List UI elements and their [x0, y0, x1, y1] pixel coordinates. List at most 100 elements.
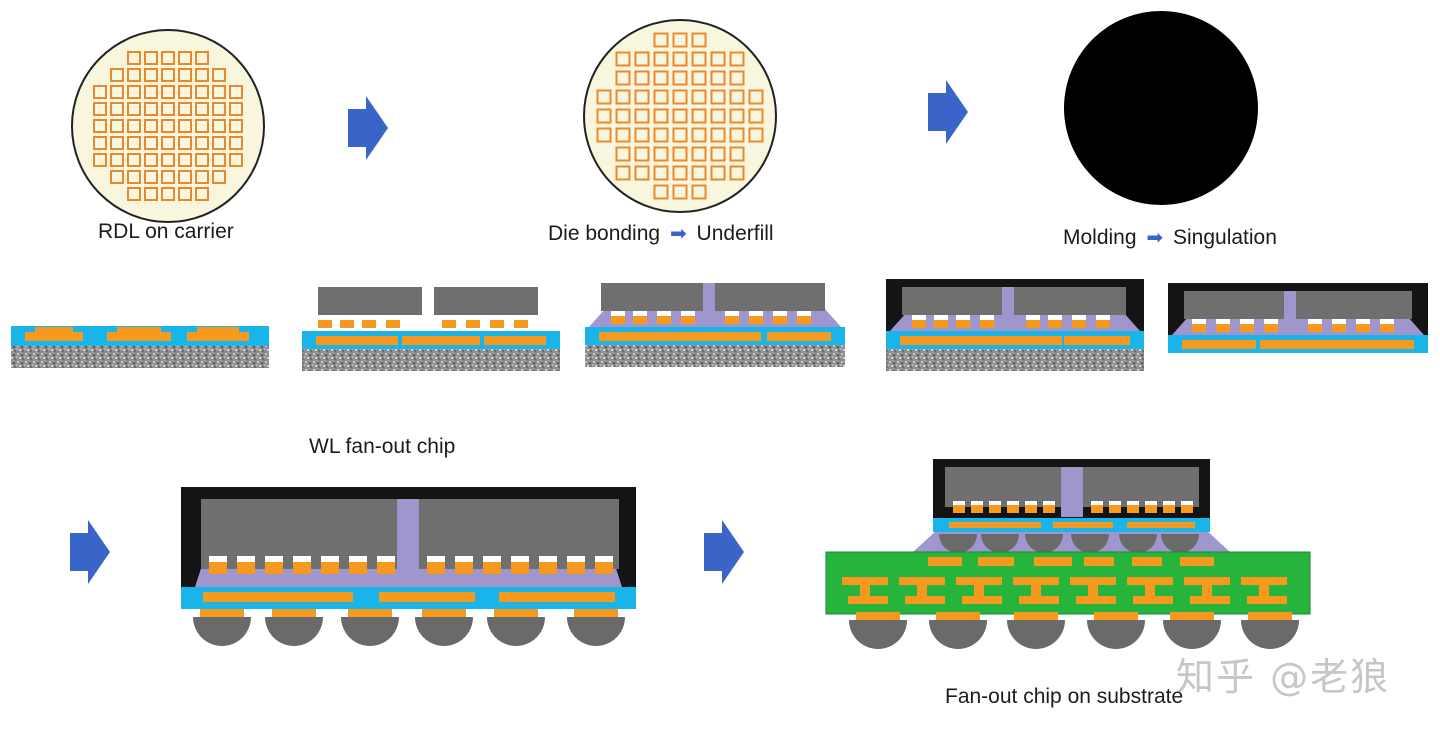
bump-cap: [912, 315, 926, 320]
die-outline: [748, 108, 764, 124]
substrate-trace: [1133, 596, 1173, 604]
substrate-trace: [1127, 577, 1173, 585]
bump-cap: [611, 311, 625, 316]
die-outline: [144, 187, 158, 201]
bump-cap: [797, 311, 811, 316]
solder-ball: [1071, 534, 1109, 553]
bump-cap: [237, 556, 255, 562]
rdl-trace: [379, 592, 475, 602]
bump: [611, 316, 625, 324]
arrow-shape: [348, 96, 388, 160]
bump: [265, 562, 283, 574]
die-outline: [144, 68, 158, 82]
bump: [514, 320, 528, 328]
mold-gap-fill: [397, 499, 419, 583]
die-outline: [672, 108, 688, 124]
ball-pad: [200, 609, 244, 617]
carrier: [302, 349, 560, 371]
solder-ball: [1087, 620, 1145, 649]
bump-cap: [1109, 501, 1121, 505]
die-outline: [161, 85, 175, 99]
die-outline: [127, 187, 141, 201]
carrier: [11, 346, 269, 368]
die-outline: [178, 170, 192, 184]
substrate-pad: [1132, 557, 1162, 566]
bump: [483, 562, 501, 574]
bump-cap: [1072, 315, 1086, 320]
rdl-trace: [187, 332, 249, 341]
substrate-trace: [956, 577, 1002, 585]
bump-cap: [657, 311, 671, 316]
bump-cap: [340, 315, 354, 320]
die-outline: [110, 119, 124, 133]
bump-cap: [1192, 319, 1206, 324]
solder-ball: [193, 617, 251, 646]
die-outline: [161, 68, 175, 82]
solder-ball: [1161, 534, 1199, 553]
bump: [912, 320, 926, 328]
bump: [1091, 505, 1103, 513]
die-outline: [710, 108, 726, 124]
die-outline: [178, 85, 192, 99]
die-outline: [596, 89, 612, 105]
die-outline: [710, 89, 726, 105]
die-outline: [691, 127, 707, 143]
die-outline: [653, 146, 669, 162]
bump-cap: [681, 311, 695, 316]
solder-ball: [981, 534, 1019, 553]
bump-cap: [293, 556, 311, 562]
die-outline: [195, 119, 209, 133]
bump: [633, 316, 647, 324]
bump: [1264, 324, 1278, 332]
substrate-trace: [1019, 596, 1059, 604]
die: [1184, 291, 1288, 319]
substrate-trace: [848, 596, 888, 604]
die-outline: [229, 119, 243, 133]
die-outline: [195, 102, 209, 116]
die-outline: [615, 146, 631, 162]
die-outline: [178, 51, 192, 65]
die-outline: [161, 51, 175, 65]
die-outline: [710, 127, 726, 143]
die-outline: [110, 102, 124, 116]
bump-cap: [595, 556, 613, 562]
bump-cap: [362, 315, 376, 320]
die-outline: [596, 127, 612, 143]
rdl-trace: [900, 336, 982, 345]
die-outline: [110, 170, 124, 184]
solder-ball: [849, 620, 907, 649]
ball-pad: [1170, 612, 1214, 620]
rdl-trace: [767, 332, 831, 341]
bump: [956, 320, 970, 328]
rdl-trace: [484, 336, 546, 345]
rdl-trace: [316, 336, 398, 345]
die-outline: [93, 119, 107, 133]
die-outline: [710, 51, 726, 67]
die-outline: [672, 146, 688, 162]
substrate-trace: [1184, 577, 1230, 585]
wafer: [583, 19, 777, 213]
die-outline: [672, 70, 688, 86]
substrate-pad: [928, 557, 962, 566]
substrate-via: [1031, 585, 1041, 597]
carrier: [585, 345, 845, 367]
die-outline: [596, 108, 612, 124]
bump-cap: [427, 556, 445, 562]
bump: [681, 316, 695, 324]
bump-cap: [1048, 315, 1062, 320]
bump: [349, 562, 367, 574]
die-outline: [691, 51, 707, 67]
substrate-trace: [905, 596, 945, 604]
label-underfill: Underfill: [696, 222, 774, 245]
die-outline: [653, 108, 669, 124]
bump-cap: [321, 556, 339, 562]
die-outline: [144, 136, 158, 150]
die-outline: [691, 184, 707, 200]
bump-cap: [1332, 319, 1346, 324]
label-rdl-on-carrier: RDL on carrier: [98, 220, 234, 243]
die: [1294, 291, 1412, 319]
bump: [1192, 324, 1206, 332]
bump-cap: [377, 556, 395, 562]
rdl-trace: [1344, 340, 1414, 349]
